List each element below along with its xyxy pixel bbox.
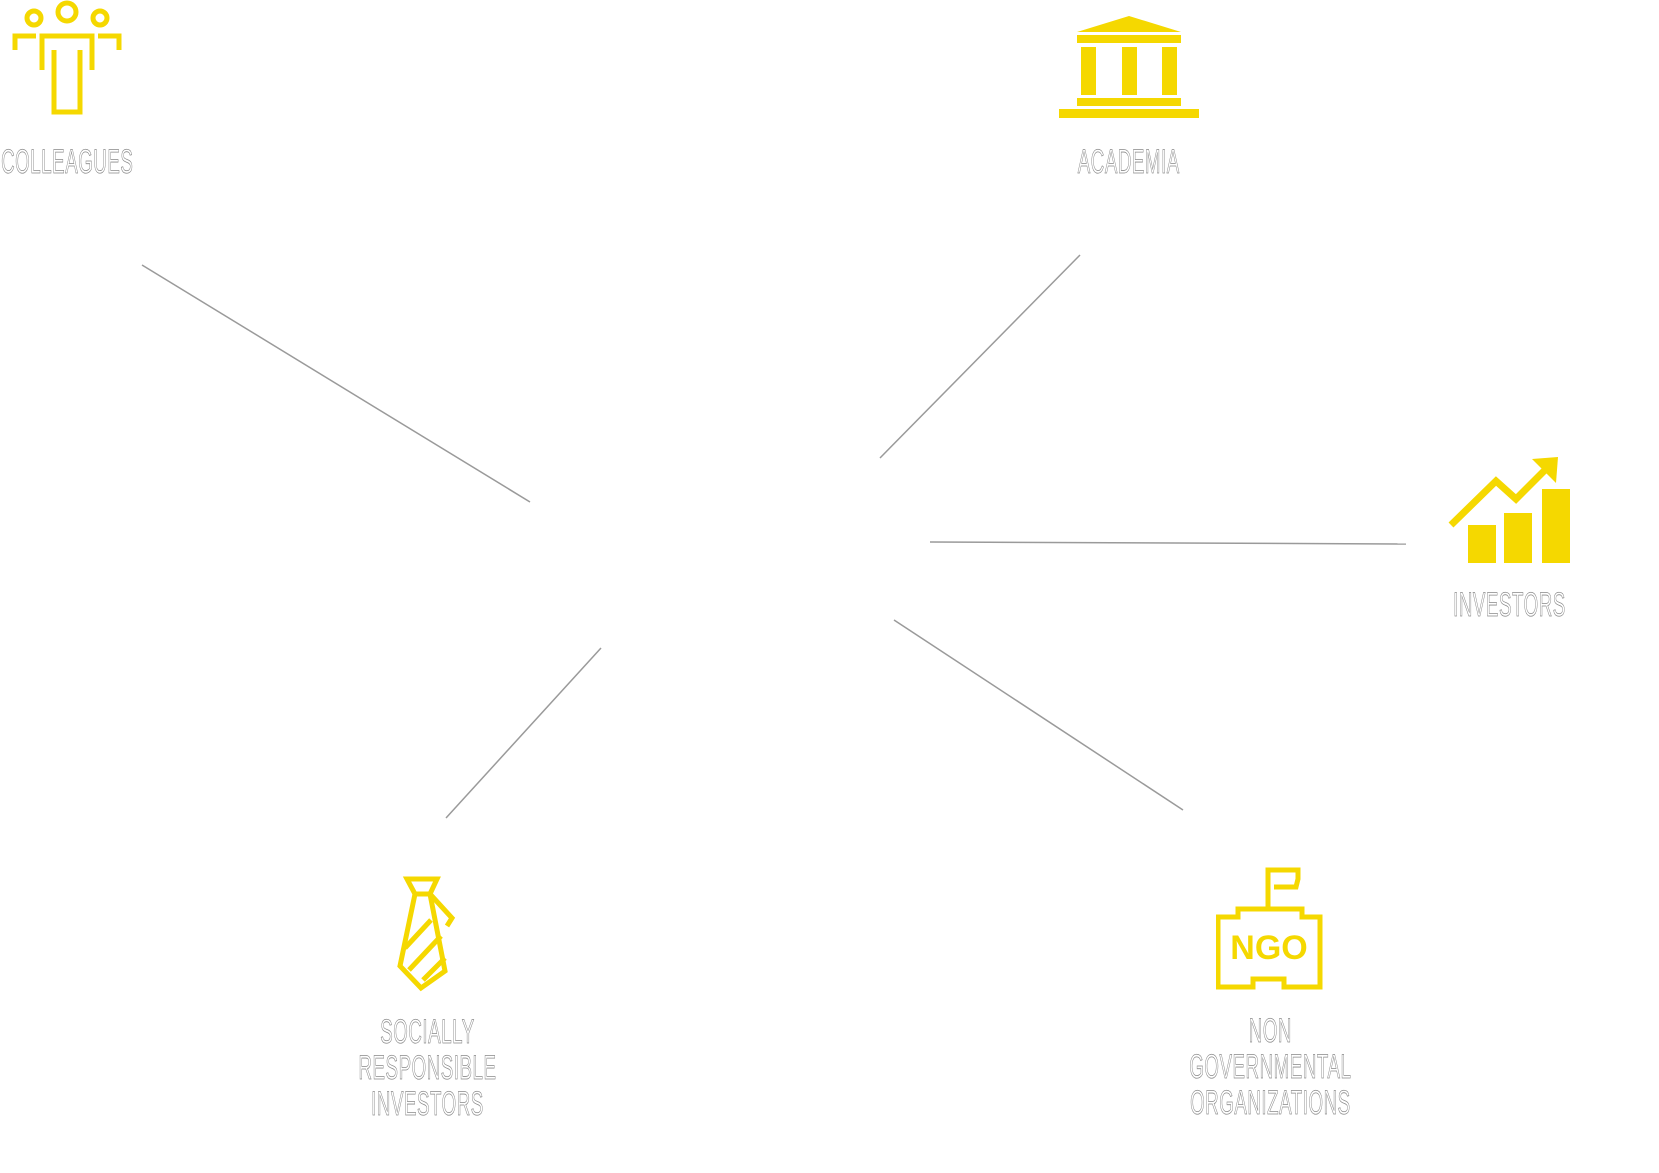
ngo-flag-building-icon: NGO: [1216, 867, 1323, 990]
label-investors: INVESTORS: [1452, 586, 1566, 624]
connector-academia: [879, 254, 1081, 459]
label-line: SOCIALLY: [379, 1013, 475, 1051]
institution-building-icon: [1059, 16, 1199, 118]
node-non-governmental-organizations: NGO NON GOVERNMENTAL ORGANIZATIONS: [1170, 867, 1370, 1121]
label-line: NON: [1248, 1012, 1292, 1050]
connector-colleagues: [141, 264, 531, 503]
label-colleagues: COLLEAGUES: [0, 143, 134, 181]
label-socially-responsible-investors: SOCIALLY RESPONSIBLE INVESTORS: [357, 1013, 497, 1123]
people-group-icon: [12, 0, 122, 115]
node-investors: INVESTORS: [1446, 457, 1572, 623]
ngo-icon-text: NGO: [1230, 929, 1307, 967]
label-academia: ACADEMIA: [1077, 143, 1181, 181]
node-colleagues: COLLEAGUES: [0, 0, 134, 180]
label-non-governmental-organizations: NON GOVERNMENTAL ORGANIZATIONS: [1188, 1012, 1352, 1122]
growth-chart-icon: [1448, 457, 1570, 563]
node-academia: ACADEMIA: [1054, 16, 1204, 180]
connector-sri: [445, 647, 602, 819]
node-socially-responsible-investors: SOCIALLY RESPONSIBLE INVESTORS: [337, 876, 517, 1122]
label-line: RESPONSIBLE: [357, 1049, 497, 1087]
connector-investors: [929, 541, 1407, 545]
connector-ngo: [893, 619, 1184, 811]
label-line: INVESTORS: [370, 1085, 484, 1123]
label-line: GOVERNMENTAL: [1188, 1048, 1352, 1086]
label-line: ORGANIZATIONS: [1189, 1084, 1351, 1122]
necktie-icon: [397, 876, 456, 992]
